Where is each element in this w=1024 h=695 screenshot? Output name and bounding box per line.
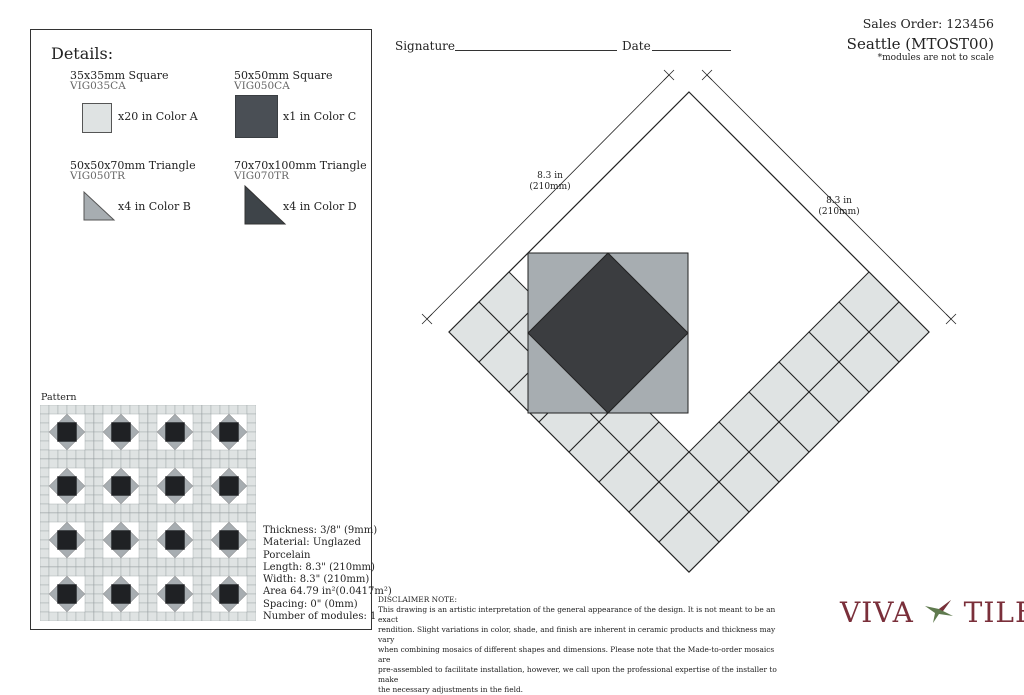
color-d-triangle-swatch [244,184,287,225]
disclaimer-line: This drawing is an artistic interpretati… [378,605,776,624]
pattern-module [93,405,149,460]
pattern-dark-square [219,422,239,442]
pattern-module [201,405,256,460]
dimension-tick [663,69,675,81]
pattern-module [40,405,95,460]
pattern-dark-square [219,584,239,604]
pattern-module [40,458,95,514]
color-b-triangle-swatch [83,190,116,221]
pattern-module [147,512,203,568]
details-panel [30,29,372,630]
dimension-value: 8.3 in [537,171,563,181]
pattern-dark-square [165,584,185,604]
date-label: Date [622,39,651,53]
pattern-dark-square [111,476,131,496]
dimension-label-left: 8.3 in (210mm) [525,171,575,193]
spec-line: Width: 8.3" (210mm) [263,574,370,586]
pattern-module [40,566,95,621]
pattern-module [147,405,203,460]
dimension-metric: (210mm) [529,182,571,192]
dimension-tick [701,69,713,81]
logo-text-right: TILE [963,596,1024,629]
dimension-label-right: 8.3 in (210mm) [814,196,864,218]
dimension-tick [421,313,433,325]
pattern-dark-square [165,422,185,442]
module-quantity: x4 in Color B [118,200,191,213]
pattern-module [201,512,256,568]
specifications: Thickness: 3/8" (9mm) Material: Unglazed… [263,525,392,623]
details-heading: Details: [51,44,114,63]
spec-line: Number of modules: 1 [263,611,377,623]
signature-line[interactable] [455,50,617,51]
pattern-dark-square [57,476,77,496]
pattern-module [40,512,95,568]
pattern-module [201,566,256,621]
sales-order: Sales Order: 123456 [862,16,994,31]
spec-line: Material: Unglazed [263,537,361,549]
module-code: VIG050TR [70,170,126,182]
pattern-module [201,458,256,514]
date-line[interactable] [652,50,731,51]
disclaimer: DISCLAIMER NOTE: This drawing is an arti… [378,595,788,695]
pattern-dark-square [111,584,131,604]
disclaimer-line: when combining mosaics of different shap… [378,645,775,664]
module-name: 35x35mm Square [70,69,169,82]
signature-label: Signature [395,39,456,53]
spec-line: Spacing: 0" (0mm) [263,598,358,610]
module-quantity: x20 in Color A [118,110,198,123]
disclaimer-line: pre-assembled to facilitate installation… [378,665,777,684]
dimension-tick [945,313,957,325]
module-code: VIG035CA [70,80,126,92]
disclaimer-line: the necessary adjustments in the field. [378,685,524,694]
pattern-dark-square [57,530,77,550]
logo-text-left: VIVA [840,596,914,629]
spec-line: Length: 8.3" (210mm) [263,561,375,573]
pattern-label: Pattern [41,392,77,403]
spec-line: Porcelain [263,549,311,561]
pattern-module [93,512,149,568]
color-c-square-swatch [235,95,278,138]
module-code: VIG050CA [234,80,290,92]
pattern-dark-square [57,584,77,604]
dimension-value: 8.3 in [826,196,852,206]
dimension-line-left [426,74,670,320]
company-logo: VIVA TILE [840,596,1024,629]
disclaimer-line: rendition. Slight variations in color, s… [378,625,776,644]
module-quantity: x1 in Color C [283,110,357,123]
pattern-dark-square [165,530,185,550]
dimension-metric: (210mm) [818,207,860,217]
module-quantity: x4 in Color D [283,200,357,213]
pattern-dark-square [111,530,131,550]
pattern-dark-square [219,530,239,550]
pattern-module [147,566,203,621]
color-a-tile [658,511,720,573]
module-code: VIG070TR [234,170,290,182]
spec-line: Area 64.79 in²(0.0417m²) [263,586,392,598]
spec-line: Thickness: 3/8" (9mm) [263,525,378,536]
pattern-module [93,458,149,514]
module-name: 50x50x70mm Triangle [70,159,196,172]
pattern-module [147,458,203,514]
mosaic-drawing [421,69,957,573]
pattern-dark-square [219,476,239,496]
pattern-dark-square [165,476,185,496]
color-a-square-swatch [82,103,112,133]
pattern-preview [40,405,256,621]
bird-icon [924,600,953,623]
page-title: Seattle (MTOST00) [846,35,994,53]
pattern-dark-square [57,422,77,442]
pattern-small-tile [246,611,256,621]
disclaimer-heading: DISCLAIMER NOTE: [378,595,457,604]
dimension-line-right [706,74,952,320]
module-name: 50x50mm Square [234,69,333,82]
pattern-dark-square [111,422,131,442]
color-c-center-square [527,252,689,414]
module-name: 70x70x100mm Triangle [234,159,367,172]
scale-note: *modules are not to scale [877,53,994,63]
